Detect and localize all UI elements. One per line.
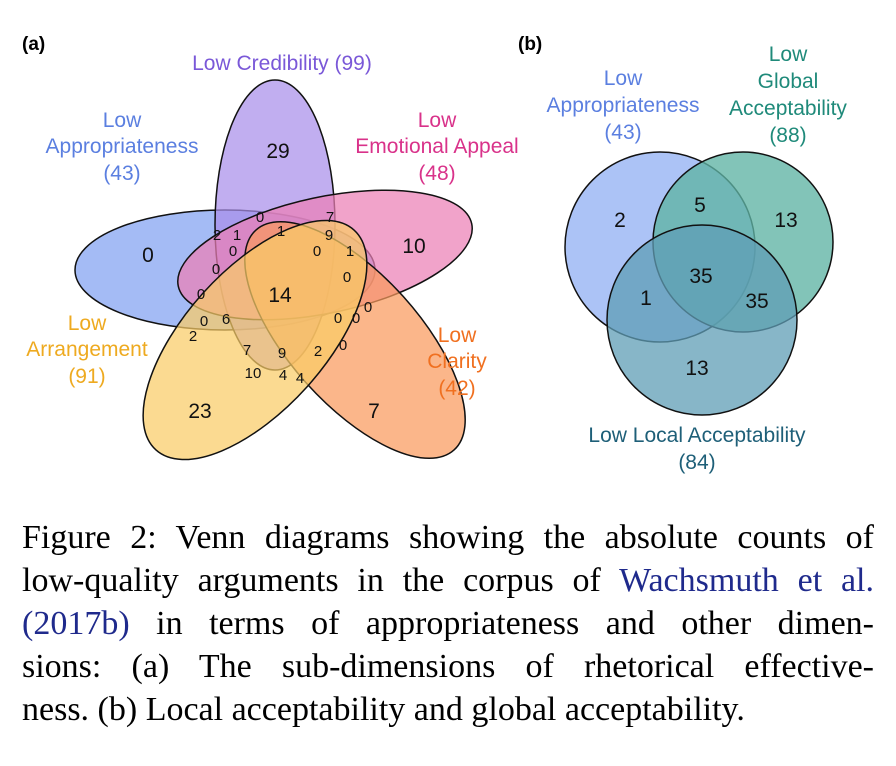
label-line: Global xyxy=(758,70,819,93)
intersection-count: 7 xyxy=(243,342,251,359)
panel-a-letter: (a) xyxy=(22,34,45,55)
intersection-count: 10 xyxy=(245,365,262,382)
label-low-local-acceptability: Low Local Acceptability (84) xyxy=(588,424,806,474)
intersection-count: 1 xyxy=(346,243,354,260)
intersection-count: 2 xyxy=(314,343,322,360)
caption-line-5: ness. (b) Local acceptability and global… xyxy=(22,691,745,728)
label-line: Low Local Acceptability xyxy=(588,424,806,447)
intersection-count: 0 xyxy=(339,337,347,354)
label-line: Low xyxy=(418,109,457,132)
label-low-arrangement: Low Arrangement (91) xyxy=(26,312,148,388)
caption-line-4: sions: (a) The sub-dimensions of rhetori… xyxy=(22,648,874,685)
intersection-count: 2 xyxy=(189,328,197,345)
label-line: Clarity xyxy=(427,350,487,373)
intersection-count: 9 xyxy=(325,227,333,244)
label-line: Low xyxy=(103,109,142,132)
caption-line-1: Figure 2: Venn diagrams showing the abso… xyxy=(22,519,874,556)
panel-a-big-counts: 0 29 10 7 23 14 xyxy=(142,140,426,423)
label-line: (43) xyxy=(103,162,140,185)
citation-link-year[interactable]: (2017b) xyxy=(22,605,130,642)
label-line: Low xyxy=(438,324,477,347)
count-appropriateness-only: 2 xyxy=(614,209,626,232)
label-line: Arrangement xyxy=(26,338,148,361)
count-clarity-only: 7 xyxy=(368,400,380,423)
figure-caption: Figure 2: Venn diagrams showing the abso… xyxy=(22,516,874,731)
count-all-three: 35 xyxy=(689,265,712,288)
citation-link[interactable]: Wachsmuth et al. xyxy=(619,562,875,599)
caption-line-3: (2017b) in terms of appropriateness and … xyxy=(22,602,874,645)
label-low-appropriateness-a: Low Appropriateness (43) xyxy=(46,109,199,185)
intersection-count: 0 xyxy=(212,261,220,278)
caption-text: in terms of appropriateness and other di… xyxy=(129,605,874,642)
label-low-clarity: Low Clarity (42) xyxy=(427,324,487,400)
label-line: Emotional Appeal xyxy=(355,135,518,158)
count-appropriateness-global: 5 xyxy=(694,194,706,217)
count-global-local: 35 xyxy=(745,290,768,313)
label-line: (48) xyxy=(418,162,455,185)
panel-b-venn xyxy=(564,151,834,416)
panel-a-venn xyxy=(74,79,473,461)
label-line: Appropriateness xyxy=(46,135,199,158)
count-emotional-only: 10 xyxy=(402,235,425,258)
intersection-count: 9 xyxy=(278,345,286,362)
venn-figure: (a) Low Credibility (99) Low Appropriate… xyxy=(22,34,847,474)
label-line: (91) xyxy=(68,365,105,388)
circle-low-local-acceptability xyxy=(606,224,798,416)
intersection-count: 0 xyxy=(197,286,205,303)
label-line: Low xyxy=(604,67,643,90)
count-credibility-only: 29 xyxy=(266,140,289,163)
caption-text: low-quality arguments in the corpus of xyxy=(22,562,620,599)
label-low-global-acceptability: Low Global Acceptability (88) xyxy=(729,43,847,147)
label-line: (88) xyxy=(769,124,806,147)
intersection-count: 0 xyxy=(200,313,208,330)
label-line: Low Credibility (99) xyxy=(192,52,372,75)
intersection-count: 1 xyxy=(277,223,285,240)
intersection-count: 4 xyxy=(296,370,304,387)
label-line: Appropriateness xyxy=(547,94,700,117)
intersection-count: 0 xyxy=(313,243,321,260)
intersection-count: 6 xyxy=(222,311,230,328)
count-all-five: 14 xyxy=(268,284,292,307)
panel-a-small-counts: 2 1 0 1 7 9 0 1 0 0 0 0 0 6 0 0 2 7 9 2 … xyxy=(189,209,372,387)
intersection-count: 0 xyxy=(229,243,237,260)
intersection-count: 0 xyxy=(334,310,342,327)
label-low-appropriateness-b: Low Appropriateness (43) xyxy=(547,67,700,144)
intersection-count: 7 xyxy=(326,209,334,226)
ellipse-low-arrangement xyxy=(142,219,368,461)
intersection-count: 4 xyxy=(279,367,287,384)
label-line: (84) xyxy=(678,451,715,474)
label-line: Low xyxy=(68,312,107,335)
label-low-emotional-appeal: Low Emotional Appeal (48) xyxy=(355,109,518,185)
label-line: (43) xyxy=(604,121,641,144)
label-line: (42) xyxy=(438,377,475,400)
count-arrangement-only: 23 xyxy=(188,400,211,423)
intersection-count: 0 xyxy=(364,299,372,316)
caption-line-2: low-quality arguments in the corpus of W… xyxy=(22,559,874,602)
intersection-count: 0 xyxy=(343,269,351,286)
count-global-only: 13 xyxy=(774,209,797,232)
label-line: Low xyxy=(769,43,808,66)
intersection-count: 2 xyxy=(213,227,221,244)
label-low-credibility: Low Credibility (99) xyxy=(192,52,372,75)
intersection-count: 0 xyxy=(352,310,360,327)
count-appropriateness-local: 1 xyxy=(640,287,652,310)
panel-b-counts: 2 5 13 35 1 35 13 xyxy=(614,194,798,380)
intersection-count: 0 xyxy=(256,209,264,226)
intersection-count: 1 xyxy=(233,227,241,244)
panel-b-letter: (b) xyxy=(518,34,542,55)
label-line: Acceptability xyxy=(729,97,847,120)
count-appropriateness-only: 0 xyxy=(142,244,154,267)
count-local-only: 13 xyxy=(685,357,708,380)
